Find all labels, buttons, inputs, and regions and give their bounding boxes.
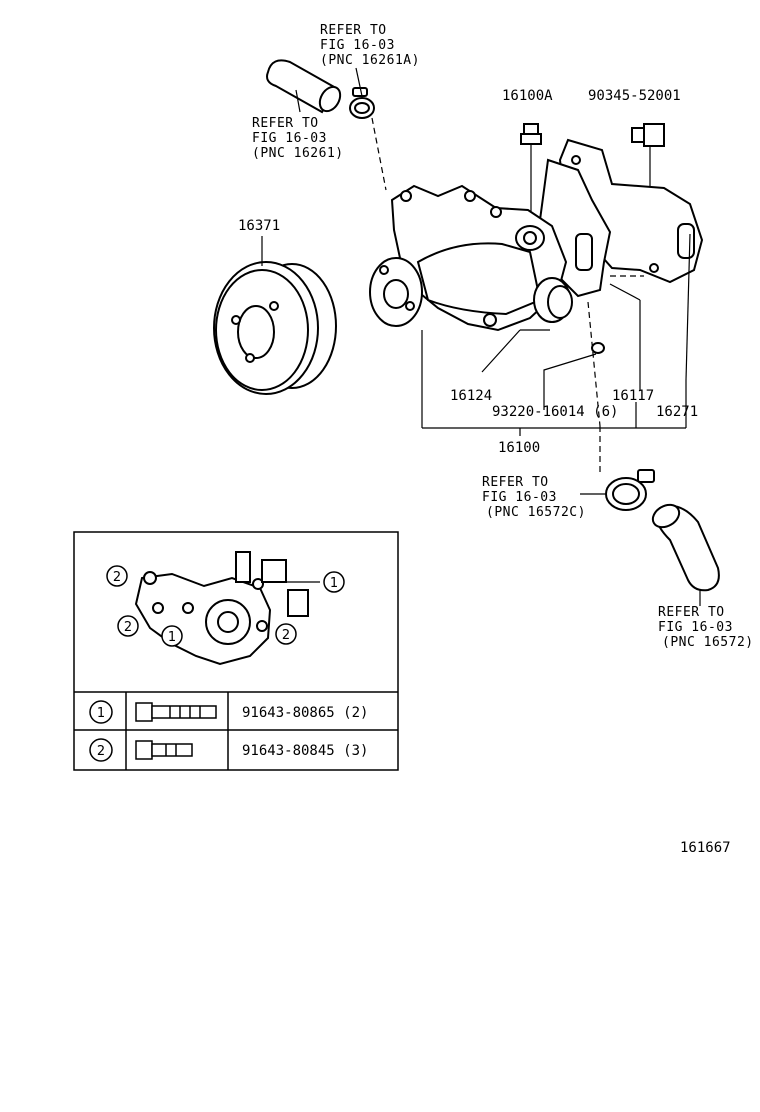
svg-text:REFER TO: REFER TO [658, 605, 725, 620]
lower-hose-dash [587, 301, 601, 427]
inset-marker-2-left: 2 [117, 615, 139, 637]
callout-ref-top-hose: REFER TO FIG 16-03 (PNC 16261) [252, 116, 344, 161]
svg-text:2: 2 [282, 628, 290, 643]
o-ring [591, 342, 605, 354]
pulley-label: 16371 [238, 218, 280, 234]
inset-marker-2-right: 2 [275, 623, 297, 645]
inset-row-1: 1 91643-80865 (2) [89, 700, 368, 724]
inset-marker-1-right: 1 [323, 571, 345, 593]
svg-text:1: 1 [330, 576, 338, 591]
cover-gasket-label: 16271 [656, 404, 698, 420]
svg-text:2: 2 [113, 570, 121, 585]
callout-ref-top-clamp: REFER TO FIG 16-03 (PNC 16261A) [320, 23, 420, 68]
plug-label: 16100A [502, 88, 553, 104]
upper-hose-clamp [349, 87, 375, 119]
pulley [213, 261, 337, 395]
leader-lines [421, 233, 691, 436]
svg-text:1: 1 [168, 630, 176, 645]
svg-text:FIG 16-03: FIG 16-03 [658, 620, 733, 635]
svg-text:REFER TO: REFER TO [482, 475, 549, 490]
o-ring-label: 93220-16014 (6) [492, 404, 618, 420]
inset-pump-drawing [134, 551, 309, 666]
callout-ref-bottom-hose: REFER TO FIG 16-03 (PNC 16572) [658, 605, 754, 650]
svg-text:FIG 16-03: FIG 16-03 [482, 490, 557, 505]
figure-number: 161667 [680, 840, 731, 856]
stud-label: 90345-52001 [588, 88, 681, 104]
water-pump-body [369, 184, 573, 332]
short-bolt-icon [135, 740, 193, 760]
svg-text:(PNC 16572C): (PNC 16572C) [486, 505, 586, 520]
svg-text:REFER TO: REFER TO [252, 116, 319, 131]
inset-row-1-part: 91643-80865 (2) [242, 705, 368, 721]
plug-part [520, 123, 542, 145]
inset-row-2-part: 91643-80845 (3) [242, 743, 368, 759]
svg-text:(PNC 16261A): (PNC 16261A) [320, 53, 420, 68]
ref-top-clamp-leader [355, 67, 363, 97]
svg-text:REFER TO: REFER TO [320, 23, 387, 38]
pump-body-label: 16124 [450, 388, 492, 404]
inset-row-2: 2 91643-80845 (3) [89, 738, 368, 762]
long-bolt-icon [135, 702, 217, 722]
lower-hose-clamp [605, 469, 655, 511]
lower-hose [651, 503, 720, 592]
bolt-inset: 2 1 2 1 2 1 [73, 531, 399, 771]
stud-part [631, 123, 665, 147]
svg-text:1: 1 [97, 706, 105, 721]
svg-text:FIG 16-03: FIG 16-03 [252, 131, 327, 146]
ref-top-hose-leader [295, 89, 301, 113]
upper-hose [266, 59, 342, 114]
svg-text:(PNC 16261): (PNC 16261) [252, 146, 344, 161]
svg-text:(PNC 16572): (PNC 16572) [662, 635, 754, 650]
inset-marker-1-bottom: 1 [161, 625, 183, 647]
inset-marker-2-topleft: 2 [106, 565, 128, 587]
svg-text:FIG 16-03: FIG 16-03 [320, 38, 395, 53]
pump-assy-label: 16100 [498, 440, 540, 456]
upper-hose-leader [371, 117, 387, 191]
svg-text:2: 2 [124, 620, 132, 635]
svg-text:2: 2 [97, 744, 105, 759]
callout-ref-bottom-clamp: REFER TO FIG 16-03 (PNC 16572C) [482, 475, 586, 520]
pump-gasket-label: 16117 [612, 388, 654, 404]
